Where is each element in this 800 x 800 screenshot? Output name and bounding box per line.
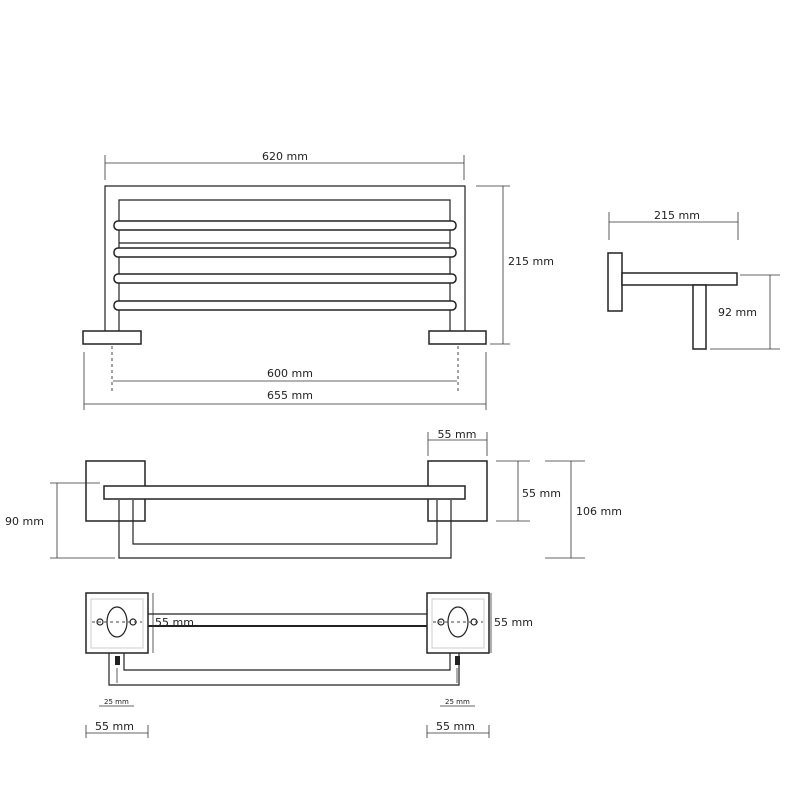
front-height-label: 215 mm bbox=[508, 255, 554, 268]
overall-width-label: 655 mm bbox=[267, 389, 313, 402]
front-view: 620 mm 215 mm 600 mm 655 mm bbox=[82, 150, 554, 410]
front-width-label: 620 mm bbox=[262, 150, 308, 163]
hole-offset-right-label: 25 mm bbox=[445, 698, 470, 706]
side-view: 215 mm 92 mm bbox=[607, 209, 780, 350]
total-depth-label: 106 mm bbox=[576, 505, 622, 518]
mount-view: 55 mm 55 mm 25 mm 25 mm 55 mm 55 mm bbox=[85, 592, 533, 738]
side-drop-label: 92 mm bbox=[718, 306, 757, 319]
top-view: 55 mm 55 mm 106 mm 90 mm bbox=[5, 428, 622, 559]
plate-width-right-label: 55 mm bbox=[436, 720, 475, 733]
side-depth-label: 215 mm bbox=[654, 209, 700, 222]
plate-width-left-label: 55 mm bbox=[95, 720, 134, 733]
plate-height-right-label: 55 mm bbox=[494, 616, 533, 629]
mount-spacing-label: 600 mm bbox=[267, 367, 313, 380]
rail-depth-label: 90 mm bbox=[5, 515, 44, 528]
flange-width-label: 55 mm bbox=[438, 428, 477, 441]
flange-height-label: 55 mm bbox=[522, 487, 561, 500]
hole-offset-left-label: 25 mm bbox=[104, 698, 129, 706]
plate-height-left-label: 55 mm bbox=[155, 616, 194, 629]
